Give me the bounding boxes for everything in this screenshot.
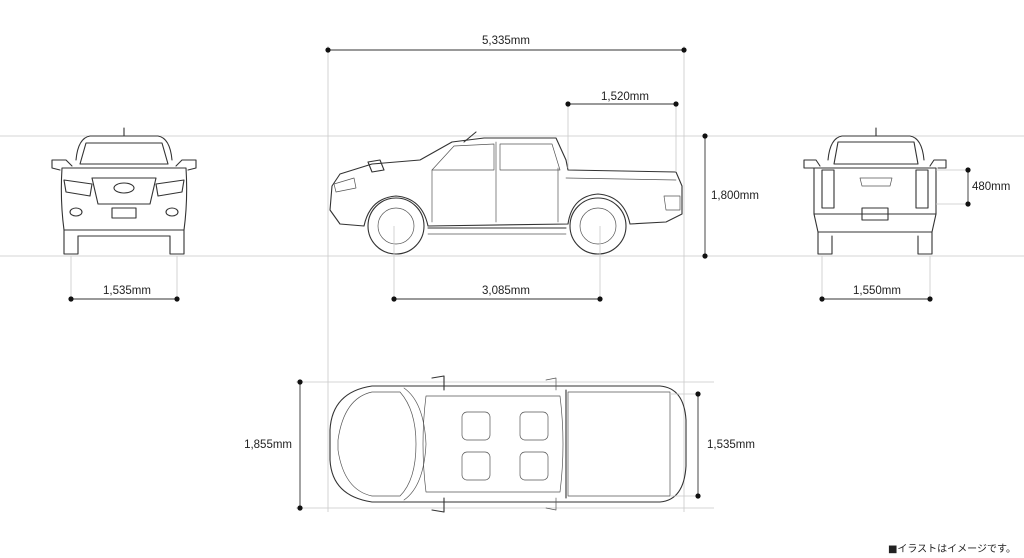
rear-tread-label: 1,550mm — [853, 285, 901, 297]
illustration-footnote: ■イラストはイメージです。 — [888, 543, 1016, 555]
overall-height-label: 1,800mm — [711, 190, 759, 202]
overall-width-label: 1,855mm — [244, 439, 292, 451]
reference-lines — [0, 46, 1024, 512]
deck-length-label: 1,520mm — [601, 91, 649, 103]
front-view-vehicle — [51, 127, 197, 255]
deck-width-label: 1,535mm — [707, 439, 755, 451]
front-tread-label: 1,535mm — [103, 285, 151, 297]
rear-view-vehicle — [803, 127, 947, 255]
wheelbase-label: 3,085mm — [482, 285, 530, 297]
side-view-vehicle — [329, 131, 683, 255]
deck-height-label: 480mm — [972, 181, 1010, 193]
dimension-lines — [68, 47, 971, 511]
top-view-vehicle — [329, 375, 687, 513]
overall-length-label: 5,335mm — [482, 35, 530, 47]
